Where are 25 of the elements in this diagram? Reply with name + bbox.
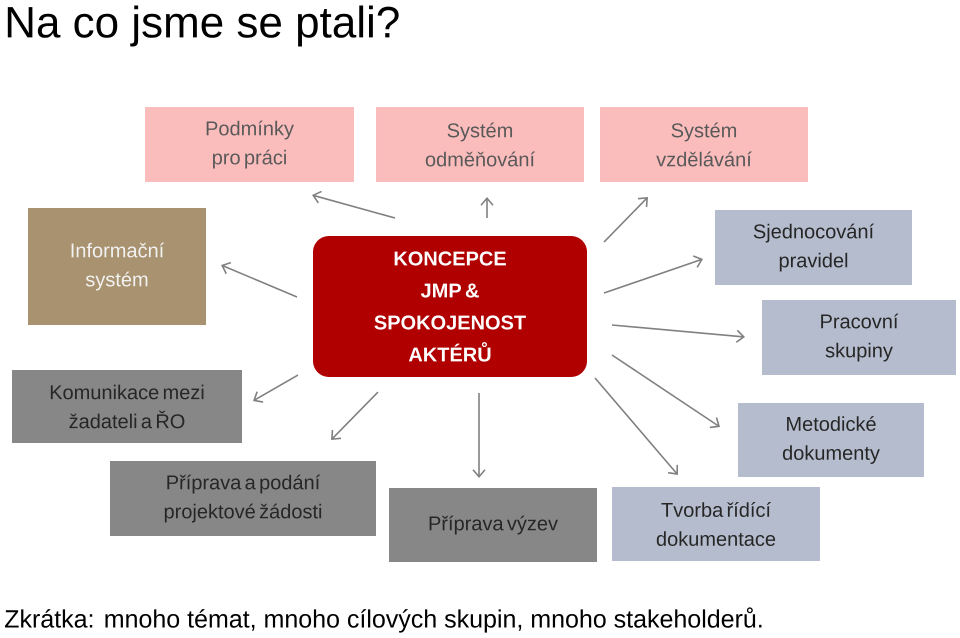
arrow (604, 255, 703, 294)
topic-box: Pracovní skupiny (762, 300, 956, 375)
arrow (312, 190, 396, 219)
arrow (221, 262, 298, 298)
topic-box: Komunikace mezi žadateli a ŘO (12, 370, 242, 443)
caption: Zkrátka: mnoho témat, mnoho cílových skupin, mnoho stakeholderů. (5, 607, 762, 633)
topic-box: Příprava výzev (389, 488, 597, 562)
arrow (612, 324, 745, 343)
arrow (480, 197, 494, 218)
topic-box: Sjednocování pravidel (715, 210, 912, 285)
arrow (472, 393, 486, 478)
topic-box: Příprava a podání projektové žádosti (110, 461, 376, 536)
title: Na co jsme se ptali? (8, 6, 399, 46)
arrow (603, 197, 648, 243)
topic-box: Informační systém (28, 208, 206, 325)
arrow (612, 354, 720, 428)
central-box: KONCEPCE JMP & SPOKOJENOST AKTÉRŮ (313, 236, 587, 377)
arrow (331, 391, 379, 440)
topic-box: Systém odměňování (376, 107, 584, 182)
topic-box: Podmínky pro práci (145, 107, 354, 182)
arrow (253, 374, 298, 403)
topic-box: Metodické dokumenty (738, 403, 924, 477)
topic-box: Tvorba řídící dokumentace (612, 487, 820, 561)
topic-box: Systém vzdělávání (600, 107, 808, 182)
arrow (594, 378, 678, 475)
